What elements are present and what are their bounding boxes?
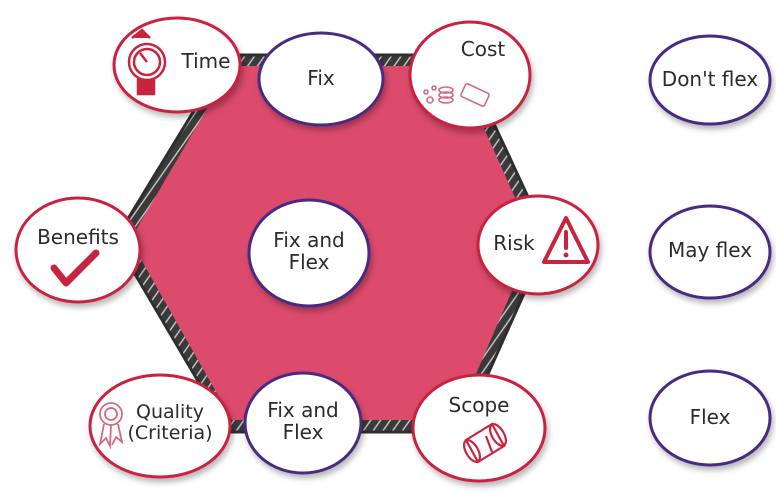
quality-node [88, 373, 232, 479]
bottom-label: Fix and Flex [253, 399, 353, 444]
cost-label: Cost [460, 37, 506, 61]
benefits-node [14, 196, 142, 304]
legend-may-flex-label: May flex [667, 238, 753, 262]
quality-label: Quality (Criteria) [118, 401, 222, 445]
legend-may-flex-node [648, 204, 772, 300]
legend-flex-label: Flex [689, 405, 731, 429]
legend-dont-flex-label: Don't flex [661, 67, 759, 91]
bottom-label-line2: Flex [282, 420, 324, 445]
money-icon [423, 83, 490, 107]
risk-label: Risk [493, 231, 535, 255]
legend-dont-flex-node [648, 34, 772, 126]
stopwatch-icon [127, 28, 167, 96]
scope-label: Scope [448, 393, 510, 417]
time-label: Time [181, 49, 231, 73]
rosette-icon [98, 402, 124, 450]
top-fix-label: Fix [307, 66, 335, 90]
top-fix-node [257, 31, 385, 127]
scope-node [411, 373, 547, 483]
center-label-line1: Fix and [273, 228, 345, 252]
center-label-line2: Flex [288, 250, 330, 275]
benefits-label: Benefits [37, 225, 119, 249]
center-label: Fix and Flex [259, 229, 359, 274]
checkmark-icon [50, 249, 100, 287]
legend-flex-node [648, 369, 772, 467]
quality-label-line1: Quality [136, 401, 204, 423]
bottom-node [243, 371, 363, 475]
bottom-label-line1: Fix and [267, 398, 339, 422]
scroll-icon [462, 422, 508, 464]
center-node [247, 198, 371, 308]
quality-label-line2: (Criteria) [127, 422, 213, 445]
warning-icon [542, 216, 590, 264]
